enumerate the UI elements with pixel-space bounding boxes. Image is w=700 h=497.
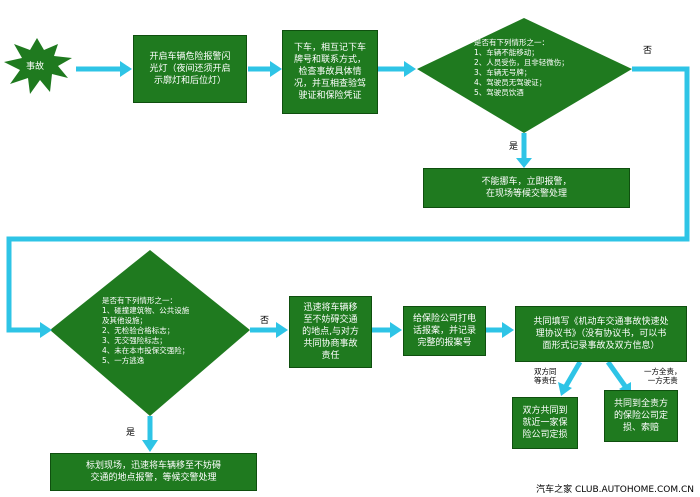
yes-label-2: 是 [126,428,136,438]
fault-party-claim-step: 共同到全责方 的保险公司定 损、索赔 [604,390,678,442]
no-label-2: 否 [260,316,270,326]
decision1-text: 是否有下列情形之一： 1、车辆不能移动； 2、人员受伤，且非轻微伤； 3、车辆无… [474,38,569,97]
watermark: 汽车之家 CLUB.AUTOHOME.COM.CN [536,485,694,495]
yes-label-1: 是 [509,142,519,152]
move-car-step: 迅速将车辆移 至不妨碍交通 的地点,与对方 共同协商事故 责任 [289,296,372,368]
no-label-1: 否 [643,46,653,56]
hazard-lights-step: 开启车辆危险报警闪 光灯（夜间还须开启 示廓灯和后位灯） [133,35,247,103]
call-insurer-step: 给保险公司打电 话报案，并记录 完整的报案号 [403,306,486,356]
decision2-text: 是否有下列情形之一： 1、碰撞建筑物、公共设施 及其他设施； 2、无检验合格标志… [102,296,190,365]
mark-scene-step: 标划现场，迅速将车辆移至不妨碍 交通的地点报警，等候交警处理 [50,453,257,491]
call-police-step: 不能挪车，立即报警， 在现场等候交警处理 [423,168,630,208]
joint-loss-assessment-step: 双方共同到 就近一家保 险公司定损 [512,397,578,449]
decision1-diamond [417,18,632,133]
accident-burst-shape [4,38,72,94]
accident-label: 事故 [26,62,45,72]
decision2-diamond [50,250,250,416]
record-info-step: 下车，相互记下车 牌号和联系方式， 检查事故具体情 况，并互相查验驾 驶证和保险… [282,30,378,114]
fill-agreement-step: 共同填写《机动车交通事故快速处 理协议书》（没有协议书，可以书 面形式记录事故及… [515,306,687,362]
one-liable-label: 一方全责， 一方无责 [644,367,682,385]
both-liable-label: 双方同 等责任 [534,367,557,385]
